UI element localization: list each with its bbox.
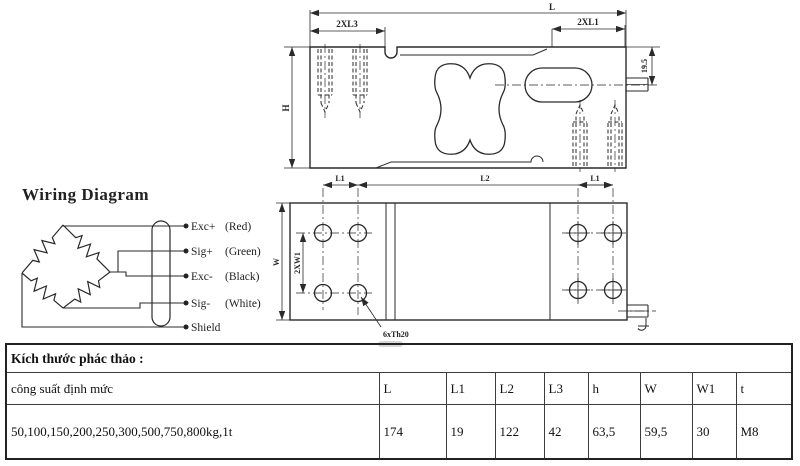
capacity-header-cell: công suất định mức — [5, 372, 380, 405]
value-L3: 42 — [543, 404, 589, 460]
col-header-L3: L3 — [543, 372, 589, 405]
dim-label-right-L1: L1 — [590, 174, 599, 183]
dim-left-hole-spacing — [310, 27, 386, 47]
plan-view-dim-labels: L1 L2 L1 W 2XW1 6xTh20 — [272, 174, 600, 339]
side-view-dim-labels: L 2XL3 2XL1 H 19.5 — [281, 2, 649, 112]
load-cell-side-outline — [309, 46, 627, 169]
wheatstone-bridge — [21, 224, 111, 309]
terminal-dot — [183, 223, 189, 229]
table-title: Kích thước phác thảo : — [5, 343, 793, 373]
mounting-holes-right — [566, 221, 625, 302]
value-L: 174 — [378, 404, 447, 460]
terminal-dot — [183, 248, 189, 254]
wire-labels: Exc+ (Red) Sig+ (Green) Exc- (Black) Sig… — [191, 221, 261, 334]
wire-label-sig-minus: Sig- — [191, 298, 210, 310]
wire-exc-plus — [62, 225, 184, 227]
wire-color-exc-plus: (Red) — [225, 221, 251, 233]
clover-cutout — [434, 63, 506, 155]
wire-color-exc-minus: (Black) — [225, 271, 260, 283]
terminal-dot — [183, 273, 189, 279]
dim-label-L: L — [549, 2, 555, 12]
capacity-values-cell: 50,100,150,200,250,300,500,750,800kg,1t — [5, 404, 380, 460]
wire-sig-plus — [110, 250, 184, 273]
cable-exit-plan — [627, 304, 649, 331]
mounting-holes-left — [313, 223, 368, 303]
thread-note-leader — [360, 296, 382, 328]
dimension-spec-table: Kích thước phác thảo : công suất định mứ… — [5, 343, 794, 460]
thread-note-label: 6xTh20 — [383, 330, 409, 339]
dim-label-2XL1: 2XL1 — [577, 17, 599, 27]
wire-color-sig-plus: (Green) — [225, 246, 261, 258]
dim-plan-width — [276, 202, 290, 321]
col-header-L1: L1 — [445, 372, 496, 405]
dim-label-2XW1: 2XW1 — [293, 252, 302, 274]
col-header-h: h — [587, 372, 641, 405]
cable-sheath — [151, 220, 171, 327]
wiring-diagram-title: Wiring Diagram — [22, 185, 150, 204]
table-title-row: Kích thước phác thảo : — [5, 343, 793, 373]
dim-label-left-L1: L1 — [335, 174, 344, 183]
wire-exc-minus — [110, 271, 184, 277]
dim-label-W: W — [272, 258, 281, 266]
value-W1: 30 — [691, 404, 737, 460]
wire-sig-minus — [63, 302, 184, 309]
plan-view-drawing: L1 L2 L1 W 2XW1 6xTh20 — [272, 174, 656, 339]
wiring-diagram-drawing: Exc+ (Red) Sig+ (Green) Exc- (Black) Sig… — [21, 220, 261, 334]
resistor-top-left — [21, 224, 64, 274]
col-header-L2: L2 — [494, 372, 545, 405]
resistor-bottom-left — [21, 272, 64, 309]
wire-shield — [21, 273, 184, 328]
col-header-t: t — [735, 372, 793, 405]
value-L2: 122 — [494, 404, 545, 460]
bridge-wires — [21, 225, 184, 328]
dim-height — [284, 46, 310, 169]
side-view-drawing: L 2XL3 2XL1 H 19.5 — [281, 2, 660, 172]
col-header-W1: W1 — [691, 372, 737, 405]
dim-label-2XL3: 2XL3 — [336, 19, 358, 29]
cable-exit-side — [626, 77, 649, 92]
value-W: 59,5 — [639, 404, 693, 460]
table-value-row: 50,100,150,200,250,300,500,750,800kg,1t … — [5, 404, 793, 460]
terminal-dot — [183, 300, 189, 306]
col-header-W: W — [639, 372, 693, 405]
section-lines — [385, 203, 551, 320]
wire-label-exc-plus: Exc+ — [191, 221, 215, 233]
value-L1: 19 — [445, 404, 496, 460]
resistor-bottom-right — [62, 271, 111, 309]
resistor-top-right — [62, 224, 111, 273]
wire-label-exc-minus: Exc- — [191, 271, 213, 283]
col-header-L: L — [378, 372, 447, 405]
dim-label-L2: L2 — [480, 174, 489, 183]
wire-label-sig-plus: Sig+ — [191, 246, 213, 258]
load-cell-plan-outline — [289, 202, 628, 321]
terminal-dot — [183, 324, 189, 330]
dim-label-H: H — [281, 104, 291, 111]
value-t: M8 — [735, 404, 793, 460]
table-header-row: công suất định mức L L1 L2 L3 h W W1 t — [5, 372, 793, 405]
dim-label-19-5: 19.5 — [640, 59, 649, 73]
value-h: 63,5 — [587, 404, 641, 460]
dim-right-hole-spacing — [551, 25, 626, 47]
dim-cable-offset — [626, 46, 660, 85]
wire-terminals — [183, 223, 189, 330]
wire-color-sig-minus: (White) — [225, 298, 261, 310]
wire-label-shield: Shield — [191, 322, 221, 334]
